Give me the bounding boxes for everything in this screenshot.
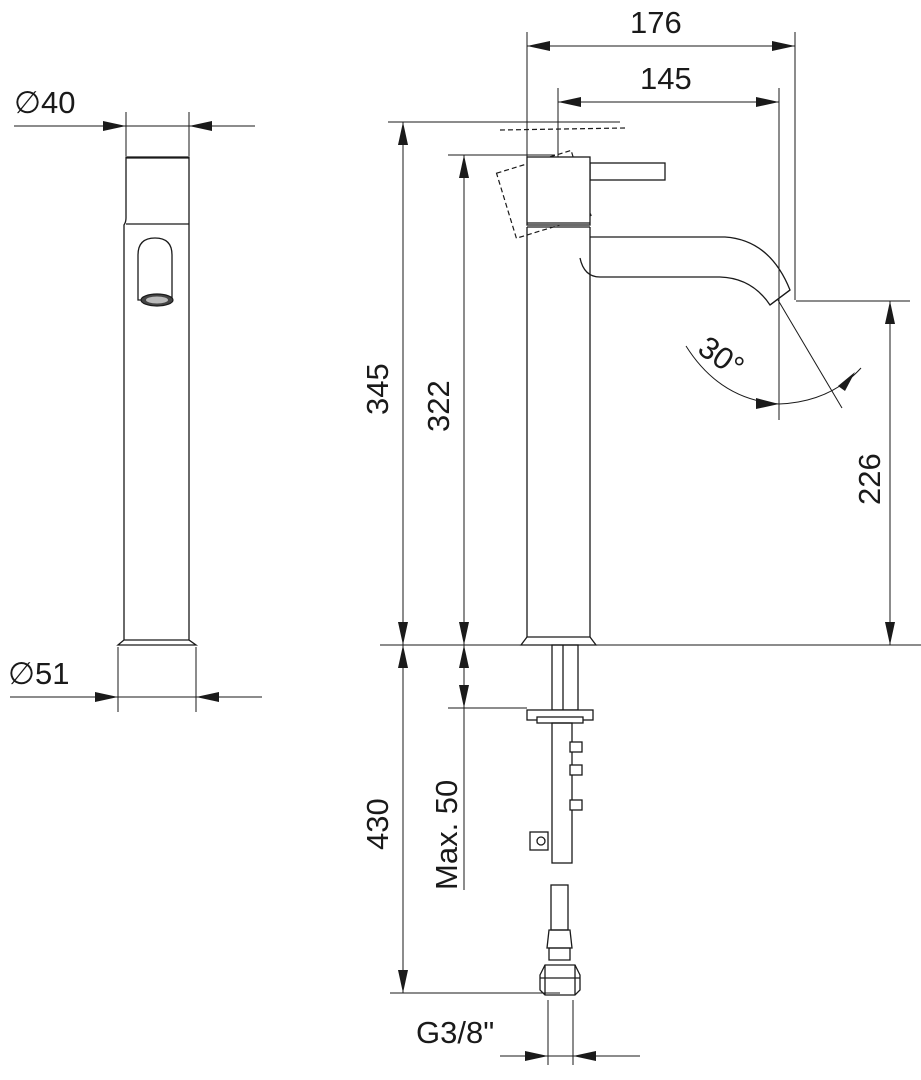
hose-connector-nut — [539, 964, 581, 996]
outlet-height-label: 226 — [852, 453, 887, 505]
side-base-diameter-label: ∅51 — [8, 656, 70, 691]
shank — [551, 644, 579, 711]
side-view-body-outline — [116, 156, 199, 646]
swivel-angle-label: 30° — [692, 329, 750, 385]
threaded-rod — [551, 722, 573, 864]
total-width-label: 176 — [630, 5, 682, 40]
side-view: ∅40 ∅51 — [8, 85, 262, 712]
max-deck-thickness-label: Max. 50 — [429, 780, 464, 890]
body-base — [519, 636, 598, 646]
front-view: 176 145 345 322 226 30° — [360, 5, 921, 1065]
below-deck-length-label: 430 — [360, 798, 395, 850]
spout — [579, 236, 791, 306]
total-height-label: 345 — [360, 363, 395, 415]
fixing-nut — [529, 831, 549, 851]
lever-handle — [589, 162, 666, 181]
flex-hose — [550, 884, 569, 931]
side-top-diameter-label: ∅40 — [14, 85, 76, 120]
spout-height-label: 322 — [421, 380, 456, 432]
lever-head — [526, 156, 591, 226]
spout-reach-label: 145 — [640, 61, 692, 96]
aerator-recess — [137, 237, 173, 301]
connection-thread-label: G3/8" — [416, 1015, 494, 1050]
